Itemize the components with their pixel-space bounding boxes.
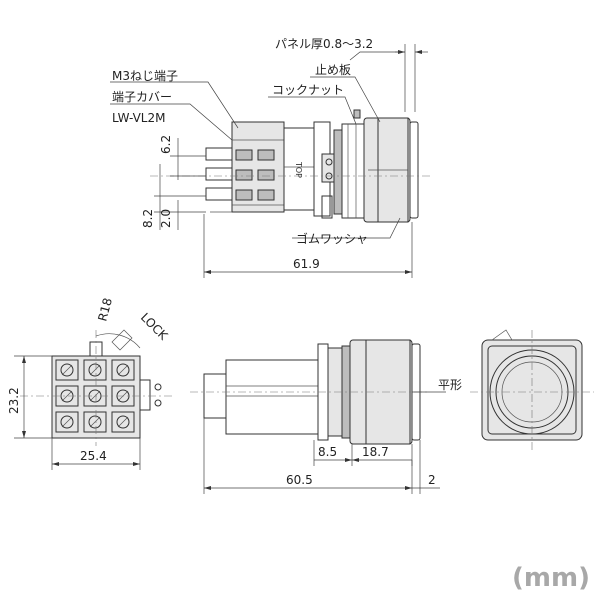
dim-width: 25.4 [80,449,107,463]
top-leaders: パネル厚0.8〜3.2 止め板 コックナット M3ねじ端子 端子カバー LW-V… [110,37,428,246]
top-mark: TOP [294,161,303,178]
dim-pitch-top: 6.2 [159,135,173,154]
side-view-top: TOP [150,109,430,223]
dim-protrusion: 2 [428,473,436,487]
dim-overall-length: 61.9 [293,257,320,271]
rubber-washer-label: ゴムワッシャ [296,231,368,246]
dim-pitch-bottom-a: 8.2 [141,209,155,228]
lock-plate-label: 止め板 [315,63,351,77]
side-view-bottom: 8.5 18.7 60.5 2 平形 [190,339,462,494]
top-vertical-dims: 6.2 8.2 2.0 61.9 [141,135,413,278]
panel-thickness-label: パネル厚0.8〜3.2 [275,37,373,51]
dim-body-length: 60.5 [286,473,313,487]
unit-label: (mm) [512,563,590,593]
flat-label: 平形 [438,378,462,392]
m3-terminal-label: M3ねじ端子 [112,69,178,83]
dim-nut-width: 8.5 [318,445,337,459]
lock-nut-label: コックナット [272,83,344,97]
lock-label: LOCK [138,310,171,343]
rear-view: R18 LOCK 23.2 25.4 [7,296,172,470]
front-view [470,329,594,452]
dim-head-length: 18.7 [362,445,389,459]
cover-model-label: LW-VL2M [112,111,165,125]
r18-label: R18 [95,296,115,322]
dim-height: 23.2 [7,387,21,414]
terminal-cover-label: 端子カバー [112,90,172,104]
dim-pitch-bottom-b: 2.0 [159,209,173,228]
